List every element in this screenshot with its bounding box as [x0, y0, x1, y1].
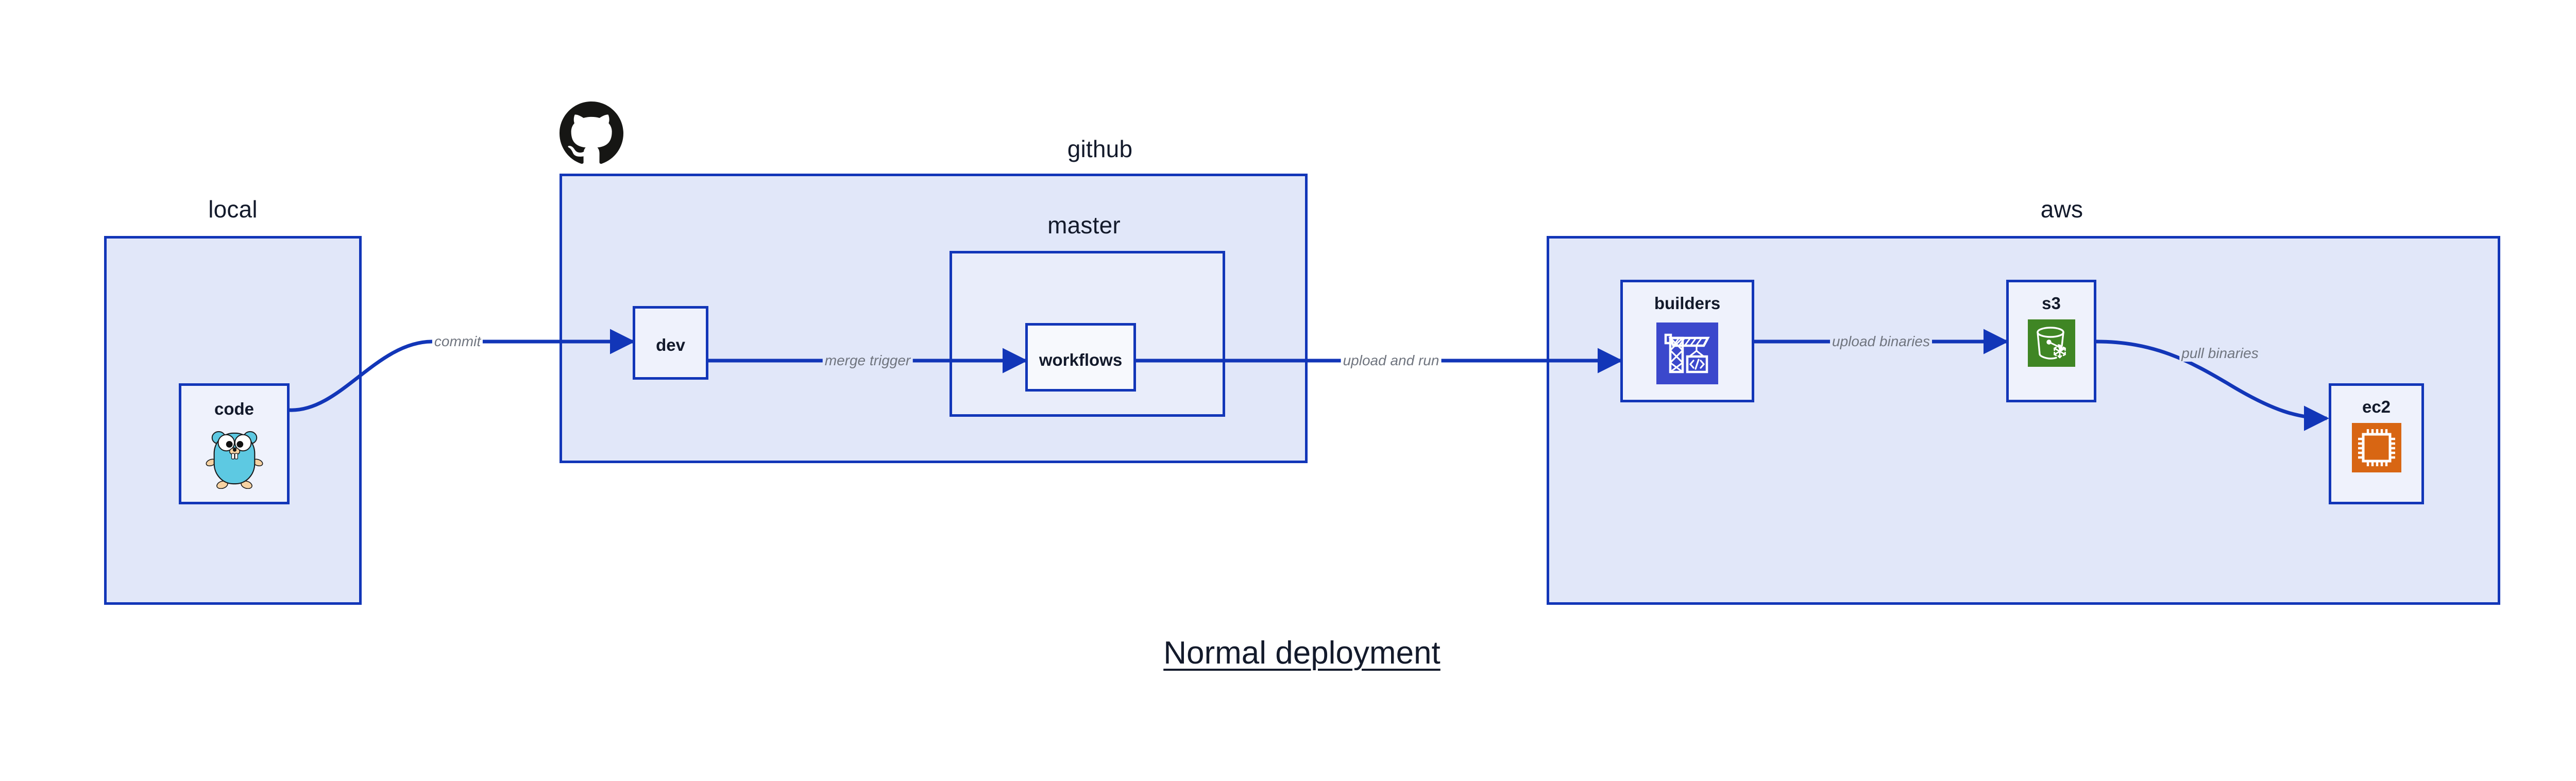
node-s3[interactable]: s3: [2006, 280, 2096, 402]
node-label-code: code: [214, 399, 255, 418]
aws-codebuild-icon: [1656, 322, 1718, 384]
edge-label-upload-and-run: upload and run: [1341, 352, 1442, 369]
node-label-dev: dev: [656, 335, 685, 354]
node-label-builders: builders: [1654, 294, 1721, 313]
edge-label-upload-binaries: upload binaries: [1830, 333, 1932, 350]
node-dev[interactable]: dev: [633, 306, 708, 380]
node-label-ec2: ec2: [2362, 397, 2391, 416]
node-ec2[interactable]: ec2: [2329, 383, 2424, 504]
edge-label-commit: commit: [432, 333, 483, 350]
edge-label-merge-trigger: merge trigger: [822, 352, 913, 369]
node-builders[interactable]: builders: [1620, 280, 1754, 402]
node-code[interactable]: code: [179, 383, 290, 504]
edge-label-pull-binaries: pull binaries: [2179, 345, 2261, 362]
github-octocat-logo: [560, 101, 623, 165]
node-label-s3: s3: [2042, 294, 2061, 313]
aws-s3-icon: [2027, 319, 2075, 367]
group-label-master: master: [1047, 212, 1121, 239]
go-gopher-icon: [204, 426, 265, 489]
group-label-github: github: [1067, 135, 1133, 162]
node-label-workflows: workflows: [1039, 350, 1123, 369]
group-label-aws: aws: [2040, 196, 2083, 223]
aws-ec2-icon: [2351, 423, 2401, 472]
diagram-title: Normal deployment: [1163, 635, 1440, 671]
node-workflows[interactable]: workflows: [1025, 323, 1136, 392]
group-label-local: local: [208, 196, 258, 223]
